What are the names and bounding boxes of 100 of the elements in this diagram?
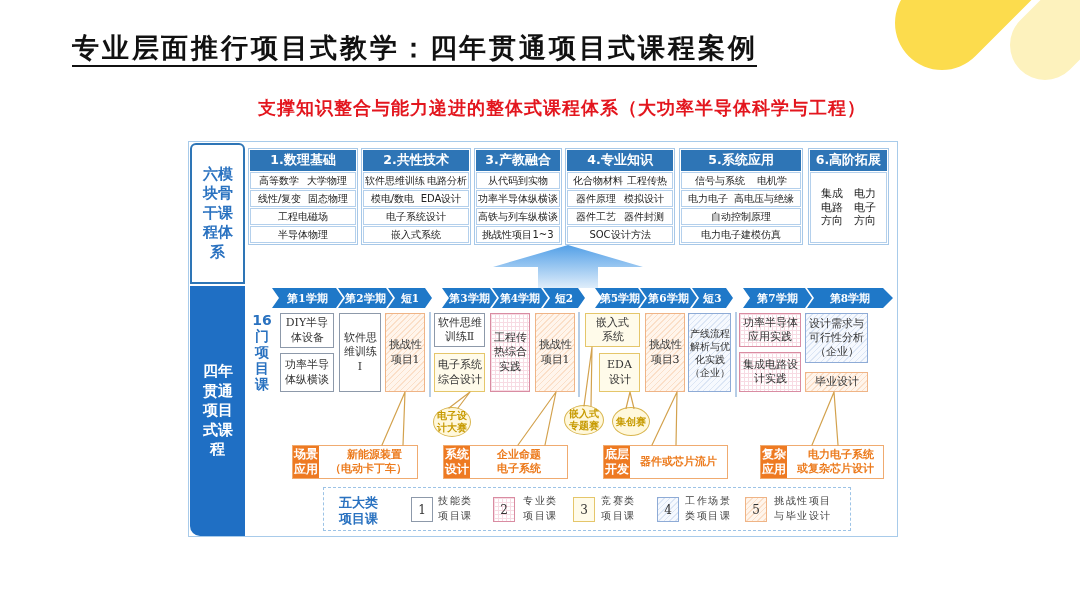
- course-name: 大学物理: [307, 174, 347, 187]
- direction-name: 集成电路方向: [819, 186, 844, 229]
- term-label: 第5学期: [599, 291, 641, 305]
- legend-text: 专业类项目课: [523, 494, 559, 523]
- course-name: SOC设计方法: [589, 228, 651, 241]
- module-header: 4.专业知识: [567, 150, 673, 171]
- course-name: 工程电磁场: [278, 210, 328, 223]
- course-name: 高铁与列车纵横谈: [478, 210, 558, 223]
- callout-box: [760, 445, 884, 479]
- module-card: [565, 148, 675, 245]
- course-name: EDA设计: [420, 192, 462, 205]
- course-title: 软件思维训练Ⅰ: [342, 331, 378, 374]
- legend-swatch: 2: [493, 497, 515, 522]
- course-row: [363, 208, 469, 225]
- legend-swatch: 3: [573, 497, 595, 522]
- callout-text: 电力电子系统或复杂芯片设计: [795, 448, 875, 476]
- course-name: 化合物材料: [572, 174, 623, 187]
- legend-text: 技能类项目课: [438, 494, 474, 523]
- module-card: [679, 148, 803, 245]
- term-label: 第4学期: [499, 291, 541, 305]
- callout-pointer: [583, 346, 593, 407]
- section-box: [190, 143, 245, 284]
- course-title: 挑战性项目3: [647, 338, 683, 367]
- course-name: 自动控制原理: [711, 210, 771, 223]
- course-title: 电子系统综合设计: [436, 358, 483, 387]
- block-arrow: [493, 245, 643, 288]
- course-name: 线性/复变: [257, 192, 302, 205]
- course-row: [681, 208, 801, 225]
- term-label: 第2学期: [345, 291, 386, 305]
- term-segment: [442, 288, 497, 308]
- course-name: 器件工艺: [576, 210, 616, 223]
- course-title: EDA设计: [606, 358, 633, 387]
- legend-text: 竞赛类项目课: [601, 494, 637, 523]
- callout-heading: 系统设计: [444, 446, 470, 478]
- callout-box: [603, 445, 728, 479]
- module-header: 3.产教融合: [476, 150, 560, 171]
- course-name: 功率半导体纵横谈: [478, 192, 558, 205]
- subtitle: 支撑知识整合与能力递进的整体式课程体系（大功率半导体科学与工程）: [258, 96, 866, 120]
- course-row: [681, 190, 801, 207]
- course-name: 嵌入式系统: [391, 228, 441, 241]
- course-box: [688, 313, 731, 392]
- course-row: [250, 226, 356, 243]
- module-header: 5.系统应用: [681, 150, 801, 171]
- course-row: [363, 172, 469, 189]
- legend-text: 工作场景类项目课: [685, 494, 732, 523]
- course-title: 功率半导体纵横谈: [284, 358, 330, 387]
- term-segment: [338, 288, 393, 308]
- callout-pointer: [811, 391, 839, 446]
- module-card: [248, 148, 358, 245]
- course-title: 挑战性项目1: [387, 338, 423, 367]
- legend-swatch: 1: [411, 497, 433, 522]
- course-name: 固态物理: [308, 192, 349, 205]
- callout-pointer: [381, 391, 406, 446]
- callout-pointer: [448, 391, 471, 409]
- callout-pointer: [517, 391, 557, 446]
- callout-text: 器件或芯片流片: [640, 455, 717, 469]
- course-row: [567, 208, 673, 225]
- callout-heading: 复杂应用: [761, 446, 787, 478]
- course-name: 半导体物理: [278, 228, 328, 241]
- course-title: 挑战性项目1: [537, 338, 573, 367]
- term-label: 第3学期: [449, 291, 490, 305]
- course-name: 高电压与绝缘: [734, 192, 794, 205]
- course-box: [385, 313, 425, 392]
- term-segment: [492, 288, 548, 308]
- course-name: 电力电子建模仿真: [701, 228, 781, 241]
- course-row: [476, 172, 560, 189]
- legend-text: 挑战性项目与毕业设计: [774, 494, 833, 523]
- callout-pointer: [651, 391, 678, 446]
- course-name: 信号与系统: [694, 174, 745, 187]
- legend-title: 五大类项目课: [338, 495, 379, 527]
- course-title: 集成电路设计实践: [741, 357, 799, 387]
- course-title: 功率半导体应用实践: [741, 315, 799, 345]
- callout-pointer: [625, 391, 635, 410]
- competition-name: 集创赛: [615, 415, 647, 428]
- course-row: [250, 208, 356, 225]
- course-row: [567, 190, 673, 207]
- course-name: 软件思维训练: [365, 174, 426, 187]
- module-header: 6.高阶拓展: [810, 150, 887, 171]
- term-segment: [743, 288, 812, 308]
- section-box: [190, 286, 245, 536]
- section-title: 四年贯通项目式课程: [201, 362, 234, 460]
- legend-swatch: 5: [745, 497, 767, 522]
- module-header: 2.共性技术: [363, 150, 469, 171]
- competition-name: 电子设计大赛: [436, 410, 468, 434]
- term-label: 短3: [703, 291, 722, 305]
- course-name: 电机学: [757, 174, 788, 187]
- callout-text: 新能源装置（电动卡丁车）: [328, 448, 408, 476]
- term-segment: [807, 288, 893, 308]
- course-name: 模电/数电: [370, 192, 414, 205]
- term-label: 短1: [400, 291, 420, 305]
- course-box: [645, 313, 685, 392]
- course-row: [681, 172, 801, 189]
- callout-heading: 场景应用: [293, 446, 319, 478]
- course-name: 器件原理: [576, 192, 616, 205]
- course-box: [535, 313, 575, 392]
- term-segment: [388, 288, 432, 308]
- course-box: [339, 313, 381, 392]
- course-title: 设计需求与可行性分析（企业）: [808, 316, 865, 360]
- term-label: 短2: [554, 291, 574, 305]
- module-card: [474, 148, 562, 245]
